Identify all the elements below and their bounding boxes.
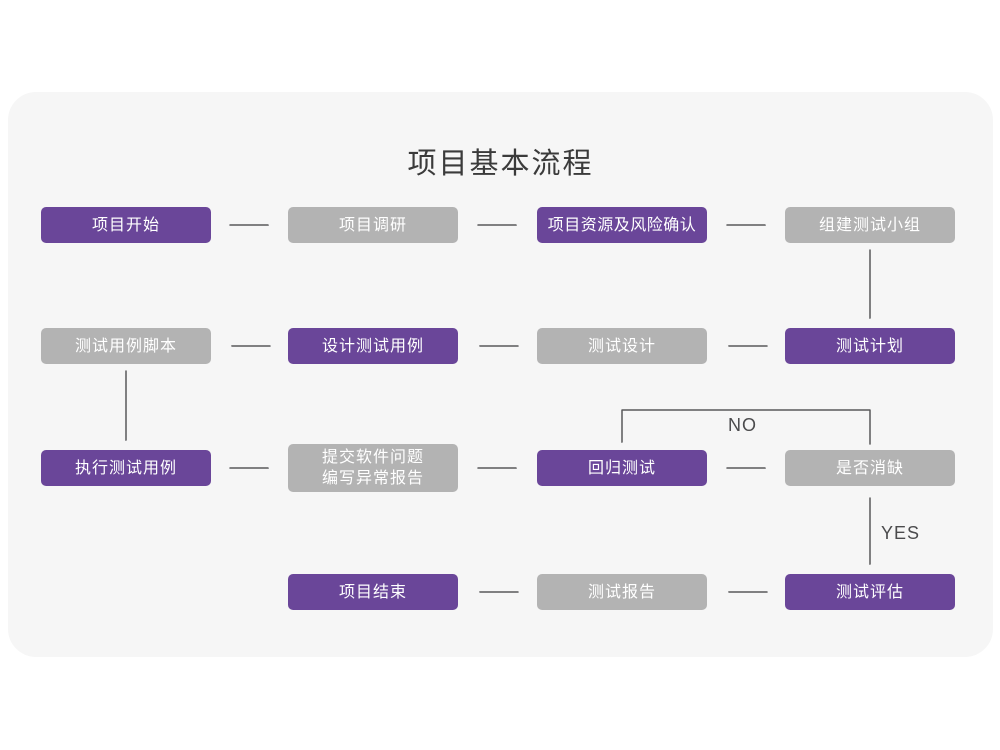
node-build-test-team: 组建测试小组 [785,207,955,243]
node-label: 执行测试用例 [74,459,177,477]
edge-label-no: NO [728,415,757,435]
node-label: 设计测试用例 [321,337,424,355]
node-label: 组建测试小组 [818,216,921,234]
node-test-report: 测试报告 [537,574,707,610]
node-label: 测试评估 [835,583,904,601]
node-regression-test: 回归测试 [537,450,707,486]
node-label: 项目调研 [338,216,407,234]
node-defect-cleared: 是否消缺 [785,450,955,486]
node-label: 测试计划 [835,337,904,355]
node-project-research: 项目调研 [288,207,458,243]
node-project-start: 项目开始 [41,207,211,243]
node-label: 测试报告 [587,583,656,601]
node-test-plan: 测试计划 [785,328,955,364]
node-test-design: 测试设计 [537,328,707,364]
node-test-case-script: 测试用例脚本 [41,328,211,364]
node-label: 项目结束 [338,583,407,601]
page-title: 项目基本流程 [407,148,594,180]
edge-label-yes: YES [881,523,921,543]
node-label: 测试设计 [587,337,656,355]
node-execute-test-case: 执行测试用例 [41,450,211,486]
node-label: 项目资源及风险确认 [547,216,697,234]
node-project-end: 项目结束 [288,574,458,610]
node-label: 测试用例脚本 [74,337,177,355]
node-test-evaluation: 测试评估 [785,574,955,610]
node-label: 回归测试 [587,459,656,477]
node-design-test-case: 设计测试用例 [288,328,458,364]
node-label: 提交软件问题 编写异常报告 [321,449,424,487]
flowchart-card [8,92,993,657]
node-label: 项目开始 [91,216,160,234]
node-submit-issue-report: 提交软件问题 编写异常报告 [288,444,458,492]
node-resources-risk: 项目资源及风险确认 [537,207,707,243]
node-label: 是否消缺 [835,459,904,477]
